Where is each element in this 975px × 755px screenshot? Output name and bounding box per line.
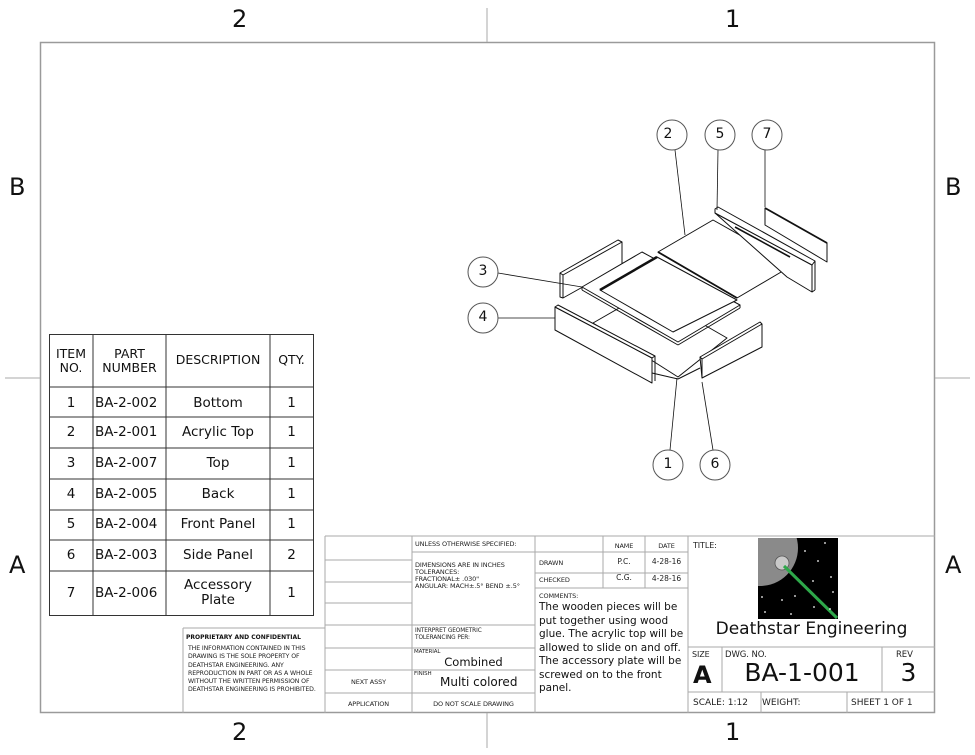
- balloon-2: 2: [663, 126, 673, 142]
- balloon-6: 6: [710, 456, 720, 472]
- material-label: MATERIAL: [414, 649, 441, 655]
- bom-part: BA-2-001: [95, 424, 158, 440]
- bom-item: 6: [66, 547, 76, 563]
- bom-qty: 1: [287, 516, 296, 532]
- balloon-leaders: [497, 149, 766, 451]
- next-assy-label: NEXT ASSY: [350, 678, 387, 686]
- balloon-1: 1: [663, 456, 673, 472]
- date-header: DATE: [658, 542, 675, 550]
- bom-header-description: DESCRIPTION: [175, 352, 261, 367]
- title-block-grid: [182, 535, 935, 713]
- size-value: A: [693, 661, 712, 689]
- company-name: Deathstar Engineering: [715, 619, 908, 639]
- zone-label-right-a: A: [945, 551, 962, 579]
- bom-description: Bottom: [193, 395, 243, 411]
- bom-qty: 1: [287, 455, 296, 471]
- dwg-no-label: DWG. NO.: [725, 650, 767, 660]
- comments-label: COMMENTS:: [539, 592, 579, 600]
- bom-item: 3: [66, 455, 76, 471]
- zone-label-bottom-1: 1: [725, 718, 741, 746]
- sheet-border: [39, 41, 936, 714]
- bom-qty: 1: [287, 395, 296, 411]
- zone-ticks: [5, 8, 970, 748]
- bom-qty: 1: [287, 424, 296, 440]
- unless-specified-label: UNLESS OTHERWISE SPECIFIED:: [415, 540, 517, 548]
- bom-description: Back: [201, 486, 235, 502]
- bom-description: Front Panel: [180, 516, 256, 532]
- bom-part: BA-2-006: [95, 585, 158, 601]
- bom-description: Top: [206, 455, 230, 471]
- exploded-assembly-view: [554, 206, 828, 384]
- rev-label: REV: [896, 650, 913, 660]
- bom-description: Side Panel: [183, 547, 253, 563]
- zone-label-left-a: A: [9, 551, 26, 579]
- bom-part: BA-2-002: [95, 395, 158, 411]
- checked-label: CHECKED: [539, 576, 570, 584]
- bom-qty: 1: [287, 486, 296, 502]
- bom-item: 2: [66, 424, 76, 440]
- drawn-name: P.C.: [617, 557, 631, 566]
- weight-label: WEIGHT:: [762, 698, 801, 708]
- balloon-5: 5: [715, 126, 725, 142]
- scale: SCALE: 1:12: [693, 698, 748, 708]
- bom-qty: 2: [287, 547, 296, 563]
- bom-part: BA-2-005: [95, 486, 158, 502]
- bom-item: 1: [66, 395, 76, 411]
- finish-value: Multi colored: [440, 675, 518, 689]
- balloon-circles: [467, 119, 783, 481]
- size-label: SIZE: [692, 650, 710, 659]
- bom-part: BA-2-004: [95, 516, 158, 532]
- bom-item: 7: [66, 585, 76, 601]
- application-label: APPLICATION: [347, 700, 390, 708]
- bom-header-qty: QTY.: [278, 352, 305, 367]
- title-label: TITLE:: [693, 541, 717, 550]
- name-header: NAME: [614, 542, 634, 550]
- do-not-scale-label: DO NOT SCALE DRAWING: [433, 700, 514, 708]
- bom-item: 4: [66, 486, 76, 502]
- bom-qty: 1: [287, 585, 296, 601]
- zone-label-top-1: 1: [725, 5, 741, 33]
- checked-name: C.G.: [616, 573, 632, 582]
- bom-item: 5: [66, 516, 76, 532]
- material-value: Combined: [444, 655, 503, 669]
- balloon-3: 3: [478, 263, 488, 279]
- bom-part: BA-2-007: [95, 455, 158, 471]
- sheet-number: SHEET 1 OF 1: [851, 698, 913, 708]
- bom-description: Acrylic Top: [182, 424, 254, 440]
- zone-label-left-b: B: [9, 173, 26, 201]
- drawing-number: BA-1-001: [744, 658, 860, 687]
- bom-part: BA-2-003: [95, 547, 158, 563]
- revision: 3: [900, 658, 917, 687]
- zone-label-bottom-2: 2: [232, 718, 248, 746]
- comments-text: The wooden pieces will be put together u…: [539, 601, 684, 694]
- balloon-4: 4: [478, 309, 488, 325]
- checked-date: 4-28-16: [651, 574, 682, 583]
- finish-label: FINISH: [414, 671, 432, 677]
- bom-grid: [49, 334, 314, 616]
- drawn-date: 4-28-16: [651, 557, 682, 566]
- zone-label-right-b: B: [945, 173, 962, 201]
- proprietary-title: PROPRIETARY AND CONFIDENTIAL: [186, 634, 301, 641]
- zone-label-top-2: 2: [232, 5, 248, 33]
- deathstar-logo: [758, 538, 839, 620]
- balloon-7: 7: [762, 126, 772, 142]
- drawn-label: DRAWN: [539, 559, 564, 567]
